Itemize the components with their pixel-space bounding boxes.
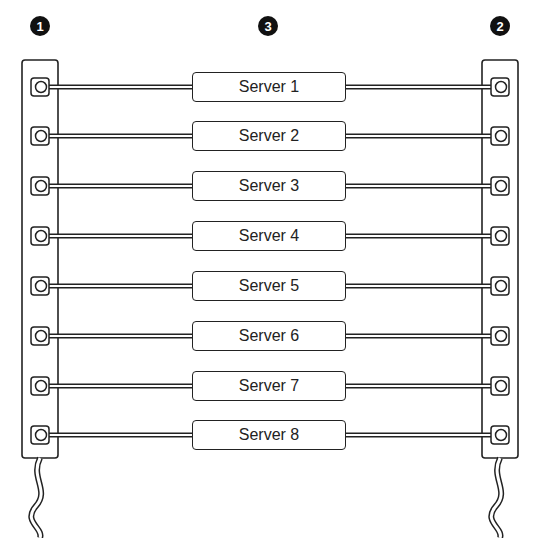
callout-badge: 1 bbox=[30, 16, 50, 36]
server-label: Server 4 bbox=[239, 227, 299, 245]
power-cable bbox=[346, 235, 495, 237]
plug bbox=[496, 82, 507, 93]
callout-number: 1 bbox=[36, 19, 43, 34]
power-cable bbox=[346, 134, 495, 139]
outlet bbox=[31, 277, 49, 295]
outlet bbox=[31, 78, 49, 96]
power-cable bbox=[47, 334, 192, 339]
power-cable bbox=[47, 135, 192, 137]
power-cable bbox=[47, 185, 192, 187]
outlet bbox=[31, 377, 49, 395]
plug bbox=[36, 131, 47, 142]
plug bbox=[496, 331, 507, 342]
server-label: Server 1 bbox=[239, 78, 299, 96]
plug bbox=[496, 181, 507, 192]
plug bbox=[36, 181, 47, 192]
callout-badge: 3 bbox=[258, 16, 278, 36]
power-cords bbox=[31, 458, 501, 538]
power-cable bbox=[47, 235, 192, 237]
server-box: Server 2 bbox=[192, 121, 346, 151]
plug bbox=[36, 82, 47, 93]
outlet bbox=[491, 277, 509, 295]
power-cord bbox=[31, 458, 41, 538]
server-label: Server 6 bbox=[239, 327, 299, 345]
server-label: Server 7 bbox=[239, 377, 299, 395]
plug bbox=[496, 281, 507, 292]
power-cable bbox=[346, 285, 495, 287]
outlet bbox=[31, 177, 49, 195]
power-cable bbox=[346, 335, 495, 337]
power-cable bbox=[346, 234, 495, 239]
power-cable bbox=[346, 86, 495, 88]
power-cable bbox=[47, 384, 192, 389]
power-cord bbox=[491, 458, 501, 538]
power-cable bbox=[346, 185, 495, 187]
power-cable bbox=[346, 85, 495, 90]
server-box: Server 7 bbox=[192, 371, 346, 401]
power-cable bbox=[346, 384, 495, 389]
power-cable bbox=[47, 134, 192, 139]
power-cable bbox=[47, 284, 192, 289]
callout-badge: 2 bbox=[490, 16, 510, 36]
server-label: Server 3 bbox=[239, 177, 299, 195]
power-cable bbox=[346, 433, 495, 438]
power-cable bbox=[346, 434, 495, 436]
power-cables bbox=[47, 87, 495, 435]
outlet bbox=[31, 327, 49, 345]
power-cable bbox=[346, 334, 495, 339]
outlet bbox=[491, 377, 509, 395]
plug bbox=[496, 131, 507, 142]
server-box: Server 5 bbox=[192, 271, 346, 301]
server-label: Server 2 bbox=[239, 127, 299, 145]
callout-number: 2 bbox=[496, 19, 503, 34]
outlet bbox=[491, 426, 509, 444]
plug bbox=[36, 231, 47, 242]
server-box: Server 6 bbox=[192, 321, 346, 351]
power-cable bbox=[47, 85, 192, 90]
plug bbox=[496, 430, 507, 441]
power-cord bbox=[491, 458, 501, 538]
power-cable bbox=[346, 284, 495, 289]
power-cord bbox=[31, 458, 41, 538]
power-cable bbox=[346, 184, 495, 189]
power-cable bbox=[47, 234, 192, 239]
outlet bbox=[31, 426, 49, 444]
plug bbox=[36, 281, 47, 292]
power-cable bbox=[47, 86, 192, 88]
power-cable bbox=[346, 385, 495, 387]
power-cable bbox=[47, 433, 192, 438]
power-cable bbox=[47, 184, 192, 189]
server-box: Server 4 bbox=[192, 221, 346, 251]
server-label: Server 8 bbox=[239, 426, 299, 444]
server-box: Server 3 bbox=[192, 171, 346, 201]
outlets bbox=[31, 78, 509, 444]
server-box: Server 8 bbox=[192, 420, 346, 450]
power-cable bbox=[47, 385, 192, 387]
plug bbox=[496, 381, 507, 392]
outlet bbox=[31, 127, 49, 145]
outlet bbox=[491, 177, 509, 195]
server-label: Server 5 bbox=[239, 277, 299, 295]
plug bbox=[496, 231, 507, 242]
power-strip bbox=[22, 60, 58, 458]
power-strip bbox=[482, 60, 518, 458]
outlet bbox=[491, 227, 509, 245]
power-cable bbox=[47, 335, 192, 337]
power-cable bbox=[346, 135, 495, 137]
outlet bbox=[491, 327, 509, 345]
outlet bbox=[491, 127, 509, 145]
power-cable bbox=[47, 285, 192, 287]
plug bbox=[36, 430, 47, 441]
callout-number: 3 bbox=[264, 19, 271, 34]
plug bbox=[36, 381, 47, 392]
server-box: Server 1 bbox=[192, 72, 346, 102]
power-cable bbox=[47, 434, 192, 436]
plug bbox=[36, 331, 47, 342]
outlet bbox=[31, 227, 49, 245]
outlet bbox=[491, 78, 509, 96]
